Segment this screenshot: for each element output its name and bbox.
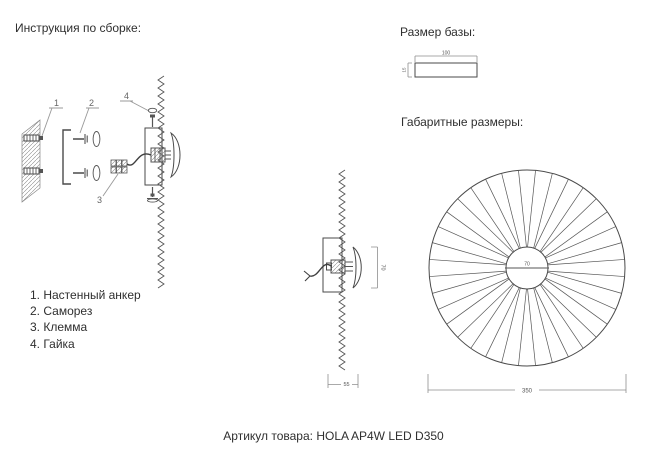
wire-side [303,263,332,282]
base-height-value: 15 [402,67,407,73]
callout-2: 2 [79,98,99,134]
callout-3-label: 3 [97,195,102,205]
side-view-drawing: 70 55 [303,169,386,388]
parts-list: 1. Настенный анкер 2. Саморез 3. Клемма … [30,287,141,352]
mounting-bolt-bottom [147,187,158,203]
base-size-title: Размер базы: [400,25,476,39]
shade-diameter-value: 350 [522,389,533,395]
side-height-value: 70 [380,264,386,270]
terminal-clamp [110,159,128,174]
callout-2-label: 2 [89,98,94,108]
screw-bottom [73,168,88,178]
parts-list-item: 1. Настенный анкер [30,288,141,302]
callout-1-label: 1 [54,98,59,108]
article-number: Артикул товара: HOLA AP4W LED D350 [223,429,444,443]
side-depth-value: 55 [343,382,349,388]
mounting-bolt-top [150,114,155,127]
base-size-drawing: 100 15 [402,51,478,78]
hub-inner-circle: 70 [505,246,549,290]
base-width-value: 100 [442,51,451,57]
depth-dimension: 55 [327,374,359,388]
lamp-shade-profile [169,131,181,179]
front-view-drawing: 70 350 [427,169,627,395]
overall-dimensions-title: Габаритные размеры: [401,115,524,129]
parts-list-item: 4. Гайка [30,336,75,351]
washer-ring-top [92,131,101,147]
callout-4-label: 4 [124,91,129,101]
wall-section-hatched [21,119,41,203]
lamp-shade-side [352,246,362,289]
callout-1: 1 [41,98,63,137]
sawtooth-wall [157,75,165,289]
base-plate-side-bracket [62,129,71,185]
assembly-title: Инструкция по сборке: [15,21,142,35]
wall-anchor-top [23,134,43,142]
lamp-hub [150,147,171,163]
wire [126,153,152,166]
lamp-hub-side [326,259,353,274]
base-width-dimension: 100 [414,51,478,62]
parts-list-item: 3. Клемма [30,320,88,335]
diameter-dimension: 350 [427,374,627,395]
base-height-dimension: 15 [402,62,412,78]
washer-ring-bottom [92,165,101,181]
assembly-diagram: 1 2 4 [21,75,181,289]
height-dimension: 70 [371,246,386,289]
base-rectangle [414,62,478,78]
callout-4: 4 [120,91,150,112]
nut [147,107,158,114]
callout-3: 3 [97,173,119,205]
parts-list-item: 2. Саморез [30,304,93,319]
hub-diameter-value: 70 [524,262,530,268]
wall-anchor-bottom [23,167,43,175]
shade-pleats [429,170,625,366]
screw-top [73,134,88,144]
